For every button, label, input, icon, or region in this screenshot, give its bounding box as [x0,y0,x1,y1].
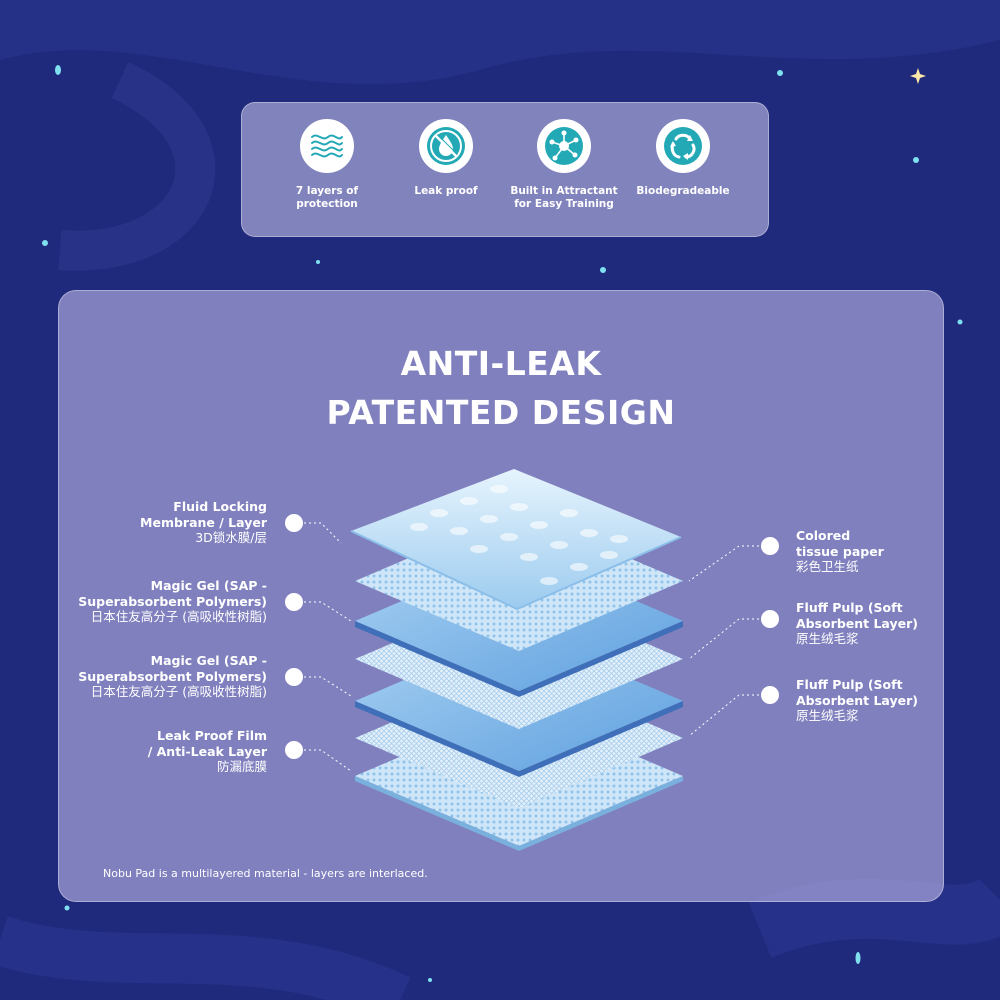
feature-label: Built in Attractant for Easy Training [510,185,618,210]
feature-icon-circle [300,119,354,173]
label-line: Superabsorbent Polymers) [78,593,267,609]
feature-label: Leak proof [414,185,478,197]
feature-biodegradable: Biodegradeable [618,119,748,198]
label-line: Absorbent Layer) [796,615,918,631]
label-cn: 防漏底膜 [216,759,267,774]
label-magic-gel-2: Magic Gel (SAP - Superabsorbent Polymers… [47,653,267,700]
features-panel: 7 layers of protection Leak proof [241,102,769,237]
label-colored-tissue: Colored tissue paper 彩色卫生纸 [796,528,966,575]
label-fluid-locking: Fluid Locking Membrane / Layer 3D锁水膜/层 [47,499,267,546]
label-line: Superabsorbent Polymers) [78,668,267,684]
label-cn: 日本住友高分子 (高吸收性树脂) [90,609,267,624]
label-magic-gel-1: Magic Gel (SAP - Superabsorbent Polymers… [47,578,267,625]
feature-icon-circle [537,119,591,173]
label-cn: 彩色卫生纸 [796,559,859,574]
label-line: Magic Gel (SAP - [150,578,267,593]
feature-icon-circle [419,119,473,173]
layer-top-bubble [350,469,682,611]
layer-diagram [285,469,779,851]
connector-lines [304,522,759,772]
label-line: Magic Gel (SAP - [150,653,267,668]
label-bullets [285,514,779,759]
feature-leak-proof: Leak proof [381,119,511,198]
title-line-2: PATENTED DESIGN [326,393,676,432]
label-cn: 日本住友高分子 (高吸收性树脂) [90,684,267,699]
label-line: Membrane / Layer [140,514,267,530]
label-cn: 原生绒毛浆 [796,631,859,646]
label-line: Fluid Locking [173,499,267,514]
molecule-icon [545,127,583,165]
wavy-layers-icon [311,134,343,158]
label-line: tissue paper [796,543,884,559]
label-fluff-pulp-2: Fluff Pulp (Soft Absorbent Layer) 原生绒毛浆 [796,677,966,724]
label-line: Colored [796,528,851,543]
feature-label: 7 layers of protection [295,185,359,210]
label-line: Fluff Pulp (Soft [796,600,903,615]
no-drop-icon [427,127,465,165]
feature-label: Biodegradeable [636,185,730,197]
label-line: / Anti-Leak Layer [147,743,267,759]
feature-icon-circle [656,119,710,173]
feature-seven-layers: 7 layers of protection [262,119,392,211]
label-fluff-pulp-1: Fluff Pulp (Soft Absorbent Layer) 原生绒毛浆 [796,600,966,647]
label-line: Leak Proof Film [157,728,267,743]
label-leak-proof-film: Leak Proof Film / Anti-Leak Layer 防漏底膜 [47,728,267,775]
label-line: Absorbent Layer) [796,692,918,708]
title-line-1: ANTI-LEAK [400,344,602,383]
feature-attractant: Built in Attractant for Easy Training [499,119,629,211]
label-cn: 原生绒毛浆 [796,708,859,723]
page-title: ANTI-LEAK PATENTED DESIGN [59,339,943,437]
recycle-icon [664,127,702,165]
footnote: Nobu Pad is a multilayered material - la… [103,867,428,880]
label-line: Fluff Pulp (Soft [796,677,903,692]
main-panel: ANTI-LEAK PATENTED DESIGN [58,290,944,902]
label-cn: 3D锁水膜/层 [195,530,267,545]
